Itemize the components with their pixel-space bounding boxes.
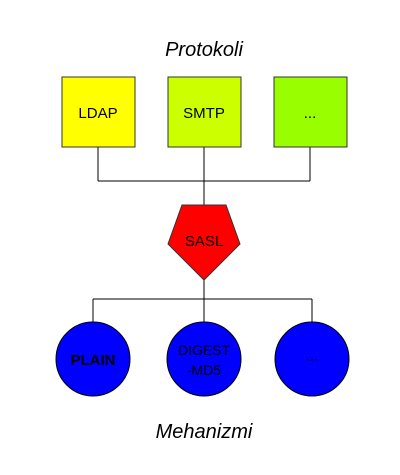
mechanism-digest-label-line2: -MD5 [187, 362, 221, 378]
mechanism-connectors [92, 280, 313, 322]
mechanism-digest-label-line1: DIGEST [178, 342, 231, 358]
protocol-other: ... [273, 76, 348, 148]
mechanisms-heading: Mehanizmi [156, 421, 253, 443]
protocol-ldap-label: LDAP [78, 105, 117, 122]
mechanism-other-label: ... [306, 348, 319, 365]
protocol-smtp: SMTP [167, 76, 242, 148]
protocol-smtp-label: SMTP [183, 105, 225, 122]
sasl-label: SASL [185, 233, 223, 250]
mechanism-plain: PLAIN [55, 321, 131, 397]
protocols-heading: Protokoli [165, 39, 243, 61]
mechanism-digest-md5: DIGEST -MD5 [166, 321, 242, 397]
sasl-node: SASL [167, 204, 241, 281]
mechanism-other: ... [274, 321, 350, 397]
protocol-connectors [97, 147, 311, 205]
protocol-other-label: ... [304, 105, 317, 122]
mechanism-plain-label: PLAIN [71, 352, 116, 369]
protocol-ldap: LDAP [61, 76, 136, 148]
